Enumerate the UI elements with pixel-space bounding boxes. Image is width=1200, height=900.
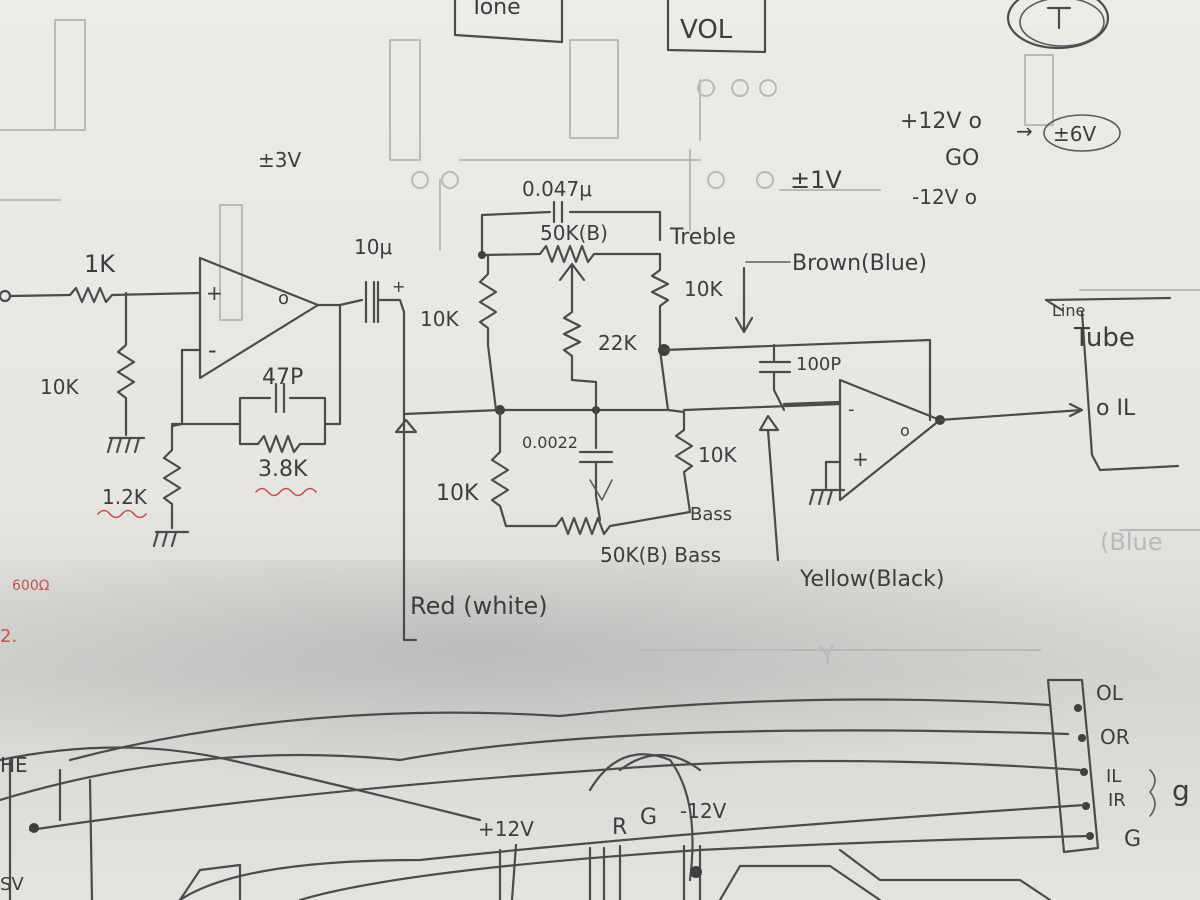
coupling-capacitor: 10μ + [338,235,405,324]
svg-text:-: - [208,336,217,364]
svg-text:VOL: VOL [680,15,733,45]
bottom-wiring: HE SV +12V R G -12V [0,698,1092,900]
svg-text:IL: IL [1106,766,1121,787]
svg-text:G: G [640,805,657,830]
svg-text:GO: GO [945,146,979,171]
supply-notes: +12V o GO -12V o → ±6V ±1V ±3V [258,109,1121,209]
svg-text:-12V: -12V [680,799,727,823]
svg-text:+: + [206,281,223,305]
svg-text:1.2K: 1.2K [102,485,148,509]
svg-text:o: o [900,421,910,440]
tube-box: Line Tube o IL [1044,296,1180,472]
svg-text:0.047μ: 0.047μ [522,177,592,201]
svg-text:47P: 47P [262,365,303,390]
svg-text:3.8K: 3.8K [258,457,308,482]
svg-text:Tube: Tube [1073,323,1135,353]
svg-text:±1V: ±1V [790,166,842,194]
tone-box: Tone [453,0,564,44]
svg-text:SV: SV [0,874,24,895]
svg-text:+12V: +12V [478,817,534,841]
svg-text:o: o [278,288,289,309]
svg-text:Brown(Blue): Brown(Blue) [792,251,927,276]
svg-text:Line: Line [1052,301,1085,320]
tone-stack: 0.047μ 50K(B) Treble 22K 10K 10K 0.0022 … [394,177,737,642]
svg-text:600Ω: 600Ω [12,578,50,594]
svg-text:Tone: Tone [469,0,521,20]
svg-text:o IL: o IL [1096,396,1136,421]
ground-symbol-box [1006,0,1110,50]
svg-text:Red (white): Red (white) [410,592,548,620]
connector-block: OL OR IL IR G g [1046,678,1190,854]
svg-text:±6V: ±6V [1053,122,1096,146]
svg-text:→: → [1016,119,1033,143]
svg-text:±3V: ±3V [258,148,301,172]
svg-text:10K: 10K [420,307,459,331]
svg-text:IR: IR [1108,790,1126,811]
bleed-through-lines: Y (Blue [0,19,1200,672]
svg-text:2.: 2. [0,626,17,647]
svg-text:50K(B): 50K(B) [540,221,608,245]
svg-text:g: g [1172,774,1190,807]
svg-text:50K(B) Bass: 50K(B) Bass [600,543,721,567]
svg-text:Y: Y [817,641,836,672]
svg-text:10K: 10K [436,481,479,506]
svg-text:-: - [848,399,855,420]
svg-text:0.0022: 0.0022 [522,433,578,452]
svg-text:Bass: Bass [690,504,732,525]
output-stage: Brown(Blue) 100P Yellow(Black) - + o [662,251,1084,592]
svg-text:10K: 10K [684,277,723,301]
svg-text:OL: OL [1096,681,1124,705]
svg-text:+: + [392,277,405,296]
svg-text:(Blue: (Blue [1100,528,1162,556]
volume-box: VOL [666,0,767,54]
svg-text:10μ: 10μ [354,235,392,259]
svg-text:100P: 100P [796,354,841,375]
svg-text:+12V o: +12V o [900,109,982,134]
svg-text:R: R [612,815,627,840]
svg-text:Treble: Treble [669,225,736,250]
svg-text:22K: 22K [598,331,637,355]
svg-text:G: G [1124,827,1141,852]
svg-text:Yellow(Black): Yellow(Black) [799,567,944,592]
svg-text:+: + [852,447,869,471]
input-stage: 1K 10K + - o 1.2K 47P 3.8K 600Ω 2. [0,250,342,647]
svg-text:HE: HE [0,753,28,777]
svg-text:10K: 10K [698,443,737,467]
svg-text:OR: OR [1100,725,1130,749]
svg-text:10K: 10K [40,375,79,399]
svg-text:-12V o: -12V o [912,185,977,209]
svg-text:1K: 1K [84,250,116,278]
